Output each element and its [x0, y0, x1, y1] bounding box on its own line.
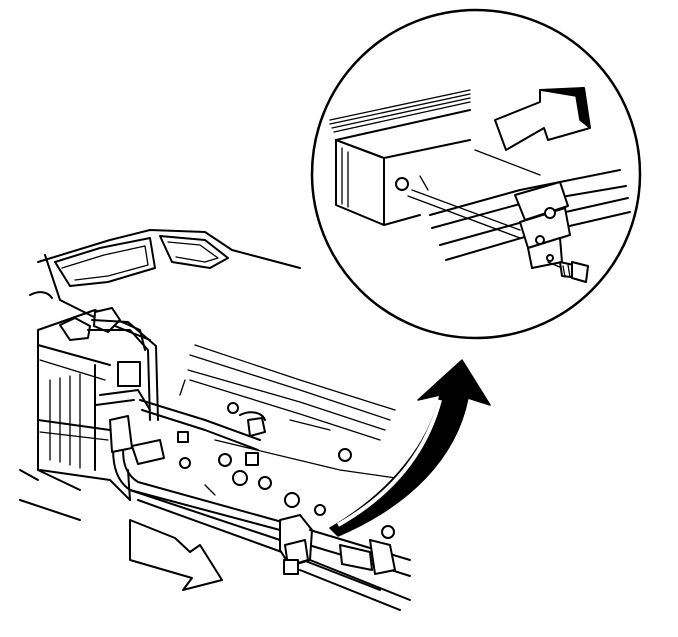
detail-direction-arrow-icon [494, 87, 591, 151]
engine-compartment-view [19, 229, 411, 611]
screw-icon [547, 261, 589, 283]
direction-arrow-icon [129, 519, 223, 591]
pipe-clip-bracket [514, 181, 571, 269]
detail-circle [310, 8, 642, 340]
rail-hole [395, 177, 409, 191]
left-component-block [19, 309, 146, 521]
pipe-assembly [59, 307, 411, 611]
fasteners [177, 402, 395, 539]
detail-magnified-view [310, 8, 642, 340]
callout-curved-arrow-icon [329, 359, 491, 537]
firewall-lines [179, 344, 411, 481]
frame-rail [329, 89, 471, 226]
body-panel [29, 229, 301, 341]
